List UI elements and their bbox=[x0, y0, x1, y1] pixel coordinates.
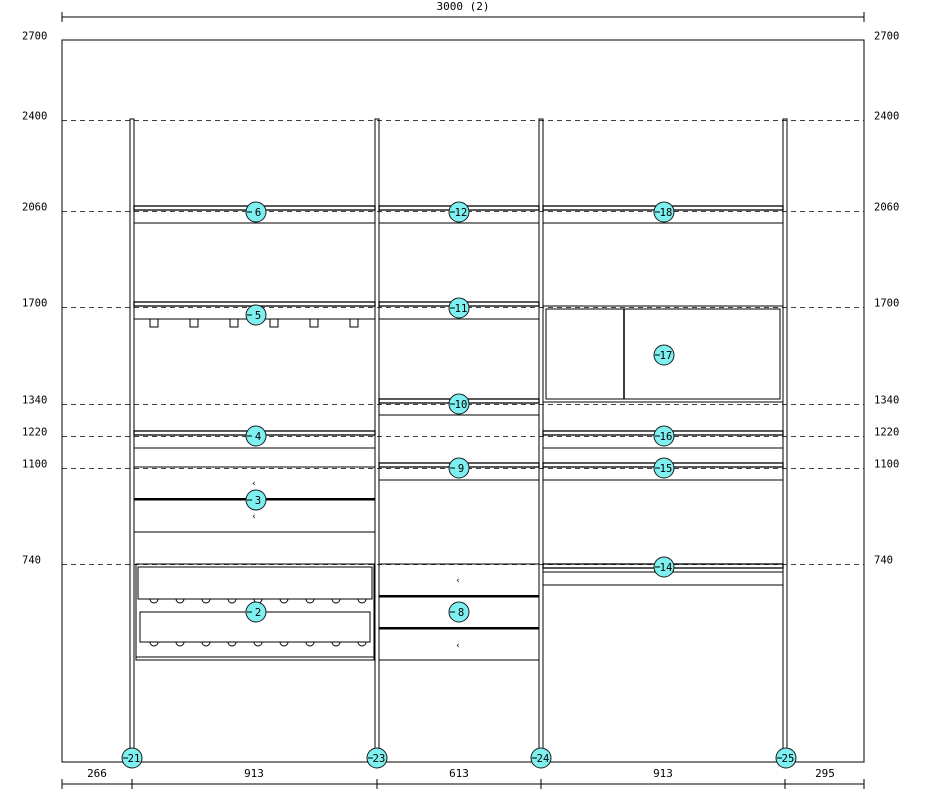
svg-text:17: 17 bbox=[660, 350, 673, 362]
svg-text:8: 8 bbox=[458, 607, 464, 619]
level-label-right-1700: 1700 bbox=[874, 298, 899, 310]
dim-bay-2: 613 bbox=[449, 767, 469, 780]
component-tags: 6 12 18 5 11 17 10 4 16 9 15 3 14 2 8 21… bbox=[121, 201, 797, 769]
outer-frame bbox=[61, 39, 865, 763]
component-tag-3[interactable]: 3 bbox=[245, 489, 267, 511]
svg-text:25: 25 bbox=[782, 753, 795, 765]
svg-text:18: 18 bbox=[660, 207, 673, 219]
component-tag-10[interactable]: 10 bbox=[448, 393, 470, 415]
bay-2: ‹ ‹ bbox=[378, 205, 540, 661]
svg-text:2: 2 bbox=[255, 607, 261, 619]
dim-bay-1: 913 bbox=[244, 767, 264, 780]
level-label-left-1340: 1340 bbox=[22, 395, 47, 407]
component-tag-16[interactable]: 16 bbox=[653, 425, 675, 447]
svg-text:3: 3 bbox=[255, 495, 261, 507]
level-label-left-1100: 1100 bbox=[22, 459, 47, 471]
level-label-right-1100: 1100 bbox=[874, 459, 899, 471]
svg-text:14: 14 bbox=[660, 562, 673, 574]
bottom-dimensions: 266 913 613 913 295 bbox=[61, 767, 865, 789]
overall-width-dimension: 3000 (2) bbox=[61, 0, 865, 22]
svg-text:23: 23 bbox=[373, 753, 386, 765]
level-label-right-1220: 1220 bbox=[874, 427, 899, 439]
level-label-left-2060: 2060 bbox=[22, 202, 47, 214]
dim-bay-3: 913 bbox=[653, 767, 673, 780]
component-tag-12[interactable]: 12 bbox=[448, 201, 470, 223]
component-tag-6[interactable]: 6 bbox=[245, 201, 267, 223]
svg-text:‹: ‹ bbox=[455, 576, 460, 586]
svg-text:11: 11 bbox=[455, 303, 468, 315]
drawers-8: ‹ ‹ bbox=[378, 563, 540, 661]
level-label-left-2700: 2700 bbox=[22, 31, 47, 43]
svg-text:‹: ‹ bbox=[455, 641, 460, 651]
component-tag-8[interactable]: 8 bbox=[448, 601, 470, 623]
component-tag-4[interactable]: 4 bbox=[245, 425, 267, 447]
svg-text:21: 21 bbox=[128, 753, 141, 765]
upright-tag-21[interactable]: 21 bbox=[121, 747, 143, 769]
level-label-right-2060: 2060 bbox=[874, 202, 899, 214]
upright-tag-25[interactable]: 25 bbox=[775, 747, 797, 769]
level-label-left-740: 740 bbox=[22, 555, 41, 567]
svg-text:9: 9 bbox=[458, 463, 464, 475]
component-tag-5[interactable]: 5 bbox=[245, 304, 267, 326]
dim-right-offset: 295 bbox=[815, 767, 835, 780]
height-levels: 2700 2700 2400 2400 2060 2060 1700 1700 1340 1340… bbox=[22, 31, 899, 567]
level-label-right-2700: 2700 bbox=[874, 31, 899, 43]
component-tag-17[interactable]: 17 bbox=[653, 344, 675, 366]
level-label-right-1340: 1340 bbox=[874, 395, 899, 407]
overall-width-label: 3000 (2) bbox=[437, 0, 490, 13]
component-tag-15[interactable]: 15 bbox=[653, 457, 675, 479]
component-tag-2[interactable]: 2 bbox=[245, 601, 267, 623]
svg-text:10: 10 bbox=[455, 399, 468, 411]
level-label-right-2400: 2400 bbox=[874, 111, 899, 123]
svg-text:12: 12 bbox=[455, 207, 468, 219]
upright-tag-23[interactable]: 23 bbox=[366, 747, 388, 769]
level-label-left-2400: 2400 bbox=[22, 111, 47, 123]
component-tag-11[interactable]: 11 bbox=[448, 297, 470, 319]
bay-3 bbox=[542, 205, 784, 586]
level-label-left-1700: 1700 bbox=[22, 298, 47, 310]
level-label-right-740: 740 bbox=[874, 555, 893, 567]
svg-text:‹: ‹ bbox=[251, 479, 256, 489]
svg-text:24: 24 bbox=[537, 753, 550, 765]
dim-left-offset: 266 bbox=[87, 767, 107, 780]
upright-tag-24[interactable]: 24 bbox=[530, 747, 552, 769]
component-tag-14[interactable]: 14 bbox=[653, 556, 675, 578]
svg-text:15: 15 bbox=[660, 463, 673, 475]
svg-text:‹: ‹ bbox=[251, 512, 256, 522]
svg-text:16: 16 bbox=[660, 431, 673, 443]
svg-text:5: 5 bbox=[255, 310, 261, 322]
cabinet-17 bbox=[542, 305, 784, 403]
svg-text:4: 4 bbox=[255, 431, 261, 443]
level-label-left-1220: 1220 bbox=[22, 427, 47, 439]
component-tag-18[interactable]: 18 bbox=[653, 201, 675, 223]
svg-text:6: 6 bbox=[255, 207, 261, 219]
component-tag-9[interactable]: 9 bbox=[448, 457, 470, 479]
